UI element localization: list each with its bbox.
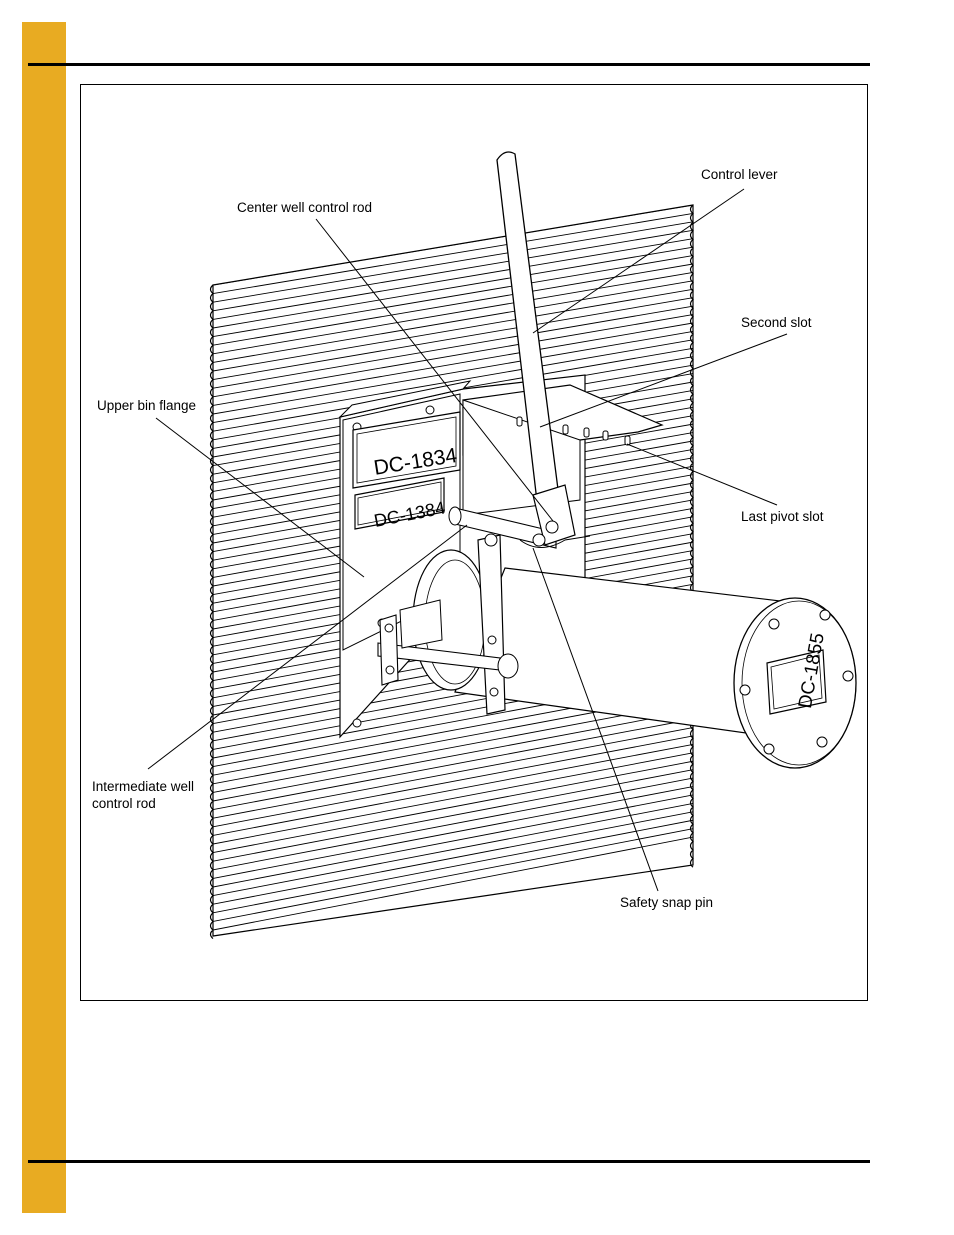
corrugation-line [213,769,693,862]
footer-rule [28,1160,870,1163]
header-rule [28,63,870,66]
corrugation-line [213,811,693,905]
corrugation-line [213,246,693,329]
corrugation-line [213,819,693,914]
callout-control-lever: Control lever [701,167,778,182]
corrugation-line [213,322,693,406]
figure-frame [80,84,868,1001]
corrugation-line [213,786,693,879]
corrugation-line [213,836,693,931]
intermediate-rod-assembly [377,506,557,715]
corrugation-line [213,238,693,320]
leader-lines [147,188,788,892]
corrugation-line [213,743,693,836]
nameplate-upper: DC-1834 [352,411,461,489]
tube-end-cap: DC-1855 [733,597,857,769]
callout-center-well-rod: Center well control rod [237,200,373,215]
corrugation-line [213,718,693,811]
corrugation-line [213,221,693,303]
callout-last-pivot-slot: Last pivot slot [741,509,824,524]
corrugation-line [213,828,693,922]
corrugation-line [213,212,693,295]
nameplate-lower: DC-1384 [354,477,447,531]
corrugation-line [213,297,693,381]
callout-second-slot: Second slot [741,315,812,330]
main-tube [412,549,798,736]
corrugation-line [213,263,693,346]
corrugation-line [213,727,693,819]
corrugation-line [213,314,693,398]
corrugation-line [213,330,693,415]
corrugation-line [213,701,693,793]
control-lever [496,151,591,548]
section-tab [22,22,66,1213]
callout-intermediate-well-rod: Intermediate well control rod [92,779,195,811]
callout-upper-bin-flange: Upper bin flange [97,398,197,413]
corrugation-line [213,794,693,888]
corrugation-line [213,760,693,854]
corrugation-line [213,339,693,424]
corrugation-line [213,710,693,802]
corrugation-line [213,802,693,897]
corrugation-line [213,288,693,372]
corrugation-line [213,271,693,355]
corrugation-line [213,255,693,338]
callout-safety-snap-pin: Safety snap pin [620,895,714,910]
corrugation-line [213,777,693,871]
corrugation-line [213,229,693,312]
corrugation-line [213,305,693,389]
corrugation-line [213,735,693,828]
corrugation-line [213,280,693,363]
